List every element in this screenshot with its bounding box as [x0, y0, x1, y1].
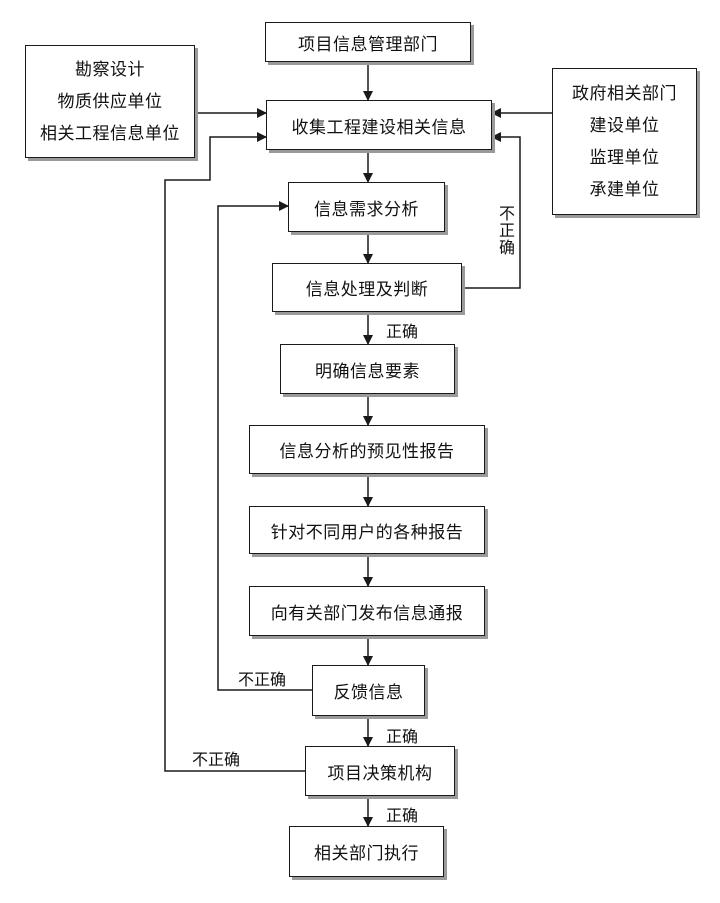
- box-project-decision-body: 项目决策机构: [305, 746, 455, 796]
- box-left-info-sources: 勘察设计 物质供应单位 相关工程信息单位: [25, 45, 195, 158]
- arrow-process-incorrect-loop: [462, 132, 521, 289]
- box-info-demand-analysis: 信息需求分析: [288, 182, 445, 232]
- right-source-supervision-unit: 监理单位: [589, 147, 660, 168]
- label-correct-process: 正确: [386, 322, 419, 341]
- right-source-contractor: 承建单位: [589, 179, 660, 200]
- label-incorrect-decision: 不正确: [192, 750, 241, 769]
- box-clarify-info-elements: 明确信息要素: [280, 344, 455, 394]
- label-correct-feedback: 正确: [386, 727, 419, 746]
- arrow-feedback-incorrect-loop: [217, 201, 312, 691]
- left-source-related-engineering: 相关工程信息单位: [40, 123, 180, 144]
- box-predictive-analysis-report: 信息分析的预见性报告: [249, 425, 485, 474]
- box-related-dept-execute: 相关部门执行: [289, 826, 444, 877]
- box-project-info-mgmt-dept: 项目信息管理部门: [265, 22, 471, 62]
- box-right-info-sources: 政府相关部门 建设单位 监理单位 承建单位: [552, 68, 697, 215]
- label-correct-decision: 正确: [386, 806, 419, 825]
- box-feedback-info: 反馈信息: [312, 665, 425, 716]
- right-source-construction-unit: 建设单位: [589, 115, 660, 136]
- label-incorrect-feedback: 不正确: [238, 670, 287, 689]
- arrow-decision-incorrect-loop: [164, 132, 305, 772]
- left-source-material-supply: 物质供应单位: [57, 91, 163, 112]
- label-incorrect-process: 不正确: [496, 205, 515, 256]
- left-source-survey-design: 勘察设计: [75, 59, 145, 80]
- box-reports-for-users: 针对不同用户的各种报告: [249, 506, 485, 554]
- box-publish-info-notice: 向有关部门发布信息通报: [249, 586, 485, 636]
- box-collect-engineering-info: 收集工程建设相关信息: [266, 100, 492, 150]
- right-source-government: 政府相关部门: [572, 83, 677, 104]
- box-info-processing-judgment: 信息处理及判断: [272, 263, 462, 312]
